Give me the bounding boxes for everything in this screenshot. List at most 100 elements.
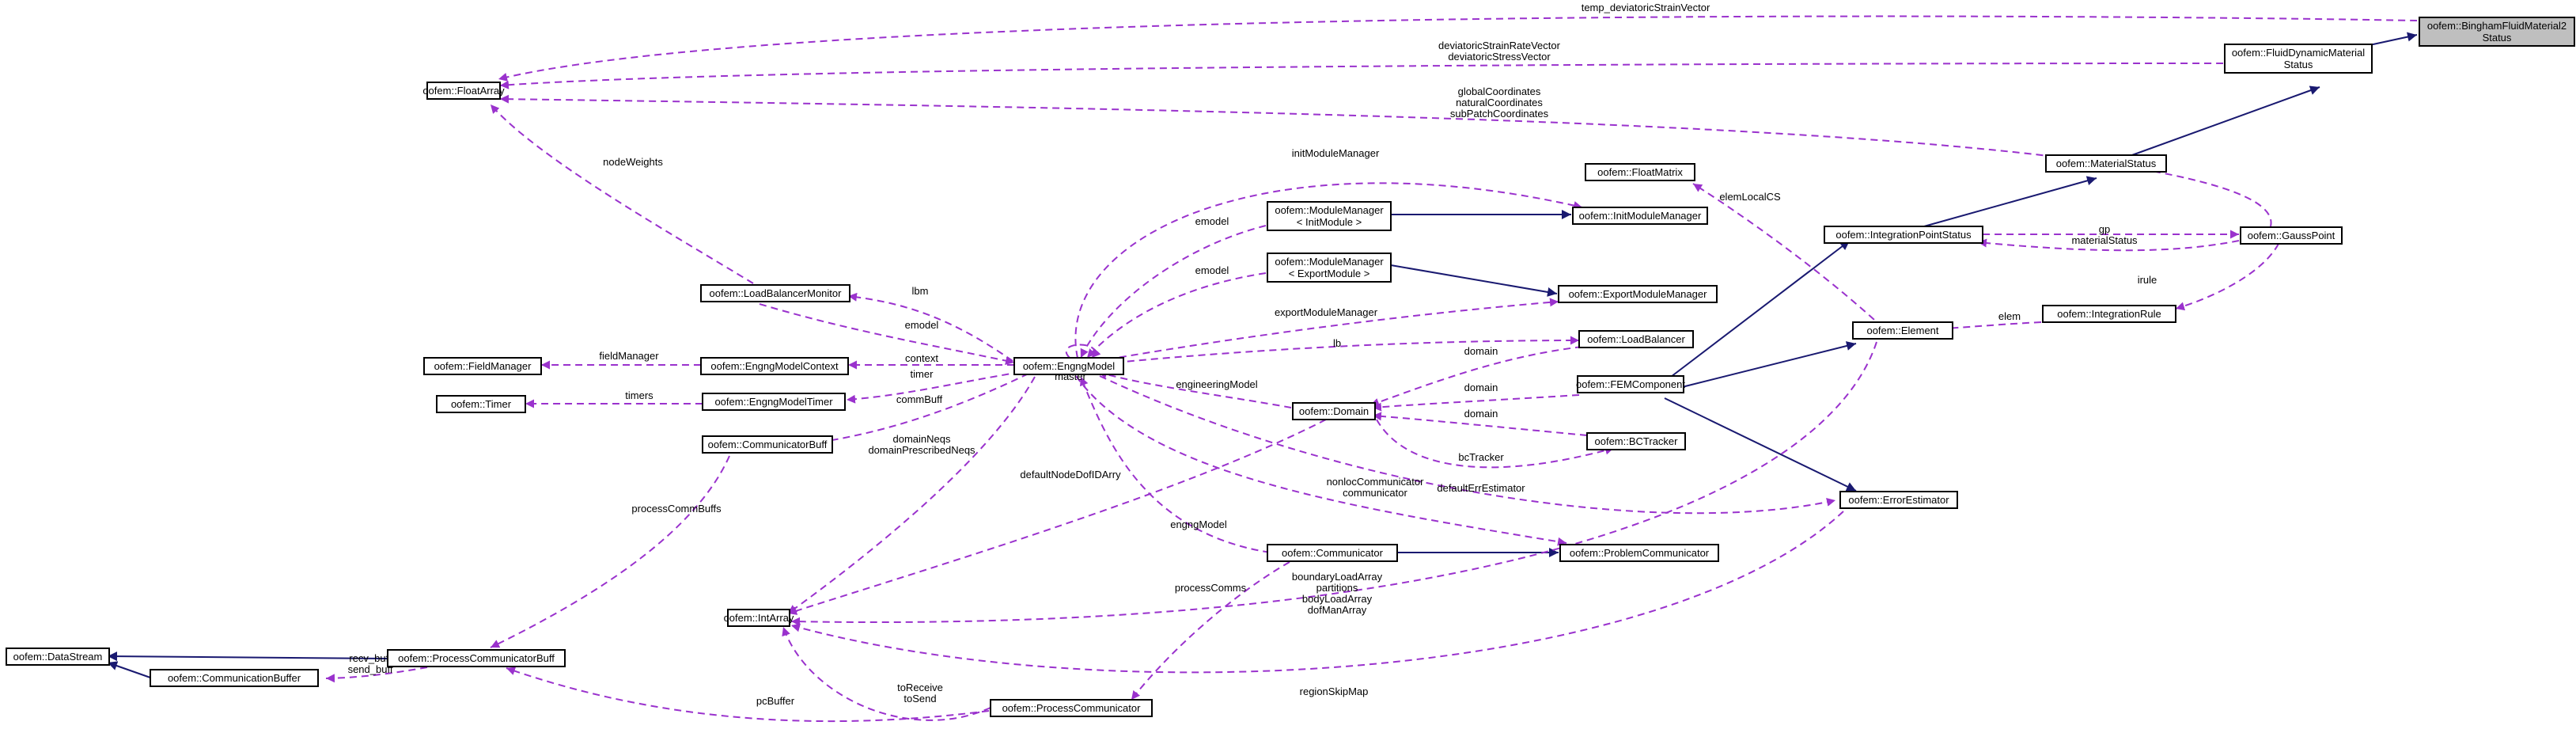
class-node-engng-model-context[interactable]: oofem::EngngModelContext (700, 357, 849, 375)
class-box[interactable] (1558, 285, 1718, 303)
edge-nonloc-comm (1075, 375, 1567, 546)
class-box[interactable] (2240, 226, 2343, 245)
class-name: oofem::FieldManager (434, 360, 532, 372)
class-node-module-manager-init[interactable]: oofem::ModuleManager< InitModule > (1267, 201, 1392, 231)
class-node-floatmatrix[interactable]: oofem::FloatMatrix (1585, 163, 1695, 181)
class-box[interactable] (1267, 253, 1392, 283)
class-node-process-communicator[interactable]: oofem::ProcessCommunicator (990, 699, 1153, 717)
class-node-communication-buffer[interactable]: oofem::CommunicationBuffer (150, 669, 319, 687)
class-box[interactable] (1267, 544, 1398, 562)
edge-export-module-manager (1107, 298, 1559, 360)
class-box[interactable] (6, 648, 110, 666)
class-node-element[interactable]: oofem::Element (1852, 321, 1953, 340)
class-box[interactable] (387, 649, 566, 667)
class-box[interactable] (2042, 305, 2176, 323)
class-box[interactable] (1572, 207, 1708, 225)
class-node-communicator[interactable]: oofem::Communicator (1267, 544, 1398, 562)
class-node-lb-monitor[interactable]: oofem::LoadBalancerMonitor (700, 284, 850, 302)
edge-label-process-comm-buffs: processCommBuffs (631, 503, 722, 515)
class-node-engng-model-timer[interactable]: oofem::EngngModelTimer (702, 393, 846, 411)
edge-coordinates (499, 94, 2272, 227)
edge-femcomponent-to-errorestimator (1664, 397, 1857, 492)
edge-label-domain-neqs: domainNeqs (893, 433, 951, 445)
class-node-femcomponent[interactable]: oofem::FEMComponent (1576, 375, 1685, 393)
edge-label-default-err-est: defaultErrEstimator (1437, 482, 1525, 494)
class-box[interactable] (2224, 44, 2373, 74)
class-node-domain[interactable]: oofem::Domain (1292, 402, 1376, 420)
class-node-datastream[interactable]: oofem::DataStream (6, 648, 110, 666)
class-box[interactable] (1013, 357, 1124, 375)
class-name: oofem::FloatMatrix (1597, 166, 1683, 178)
class-box[interactable] (2419, 17, 2575, 47)
class-box[interactable] (1839, 491, 1958, 509)
class-box[interactable] (1824, 226, 1983, 244)
edge-to-receive-send (782, 626, 991, 721)
class-node-integration-rule[interactable]: oofem::IntegrationRule (2042, 305, 2176, 323)
class-node-timer[interactable]: oofem::Timer (436, 395, 526, 413)
class-name: oofem::ProcessCommunicatorBuff (398, 652, 555, 664)
edge-modulemanager-to-exportmm (1390, 264, 1558, 297)
class-name: oofem::LoadBalancerMonitor (710, 287, 843, 299)
class-box[interactable] (1586, 432, 1686, 450)
class-box[interactable] (700, 357, 849, 375)
class-name: oofem::IntegrationRule (2057, 308, 2161, 320)
edge-recv-send-buff (325, 667, 428, 683)
class-node-error-estimator[interactable]: oofem::ErrorEstimator (1839, 491, 1958, 509)
class-name: oofem::EngngModelTimer (714, 396, 833, 408)
class-node-bctracker[interactable]: oofem::BCTracker (1586, 432, 1686, 450)
class-name: oofem::FloatArray (422, 85, 505, 97)
edge-lbm (847, 292, 1013, 362)
class-box[interactable] (702, 435, 833, 454)
class-node-problem-communicator[interactable]: oofem::ProblemCommunicator (1559, 544, 1719, 562)
edge-fluidstatus-to-root (2369, 32, 2418, 46)
edge-node-weights (490, 104, 754, 284)
class-box[interactable] (1559, 544, 1719, 562)
edge-comm-buff (822, 373, 1029, 445)
class-box[interactable] (702, 393, 846, 411)
class-name: oofem::ProblemCommunicator (1570, 547, 1710, 559)
class-box[interactable] (2045, 154, 2167, 173)
edge-label-emodel-export: emodel (1195, 264, 1229, 276)
class-node-module-manager-export[interactable]: oofem::ModuleManager< ExportModule > (1267, 253, 1392, 283)
diagram-nodes: oofem::BinghamFluidMaterial2Statusoofem:… (6, 17, 2575, 717)
class-box[interactable] (1578, 330, 1694, 348)
class-box[interactable] (1292, 402, 1376, 420)
class-node-init-module-manager[interactable]: oofem::InitModuleManager (1572, 207, 1708, 225)
class-box[interactable] (1267, 201, 1392, 231)
edge-emodel-export (1086, 272, 1267, 359)
class-box[interactable] (1852, 321, 1953, 340)
edge-engineering-model (1097, 370, 1292, 408)
class-node-floatarray[interactable]: oofem::FloatArray (422, 82, 505, 100)
edge-label-coords: naturalCoordinates (1456, 97, 1543, 108)
class-name: oofem::DataStream (13, 651, 103, 663)
class-node-load-balancer[interactable]: oofem::LoadBalancer (1578, 330, 1694, 348)
class-node-communicator-buff[interactable]: oofem::CommunicatorBuff (702, 435, 833, 454)
class-box[interactable] (990, 699, 1153, 717)
edge-label-node-weights: nodeWeights (603, 156, 663, 168)
class-box[interactable] (150, 669, 319, 687)
class-node-process-comm-buff[interactable]: oofem::ProcessCommunicatorBuff (387, 649, 566, 667)
edge-label-region-skip-map: regionSkipMap (1300, 686, 1369, 697)
class-box[interactable] (700, 284, 850, 302)
class-node-export-module-manager[interactable]: oofem::ExportModuleManager (1558, 285, 1718, 303)
edge-default-node-dof (787, 419, 1327, 615)
class-node-gausspoint[interactable]: oofem::GaussPoint (2240, 226, 2343, 245)
class-box[interactable] (727, 609, 790, 627)
class-box[interactable] (1585, 163, 1695, 181)
class-box[interactable] (1577, 375, 1684, 393)
edge-label-lb: lb (1333, 337, 1341, 349)
class-node-field-manager[interactable]: oofem::FieldManager (423, 357, 542, 375)
class-box[interactable] (426, 82, 501, 100)
class-node-ip-status[interactable]: oofem::IntegrationPointStatus (1824, 226, 1983, 244)
class-node-intarray[interactable]: oofem::IntArray (724, 609, 794, 627)
edge-ipstatus-to-materialstatus (1923, 176, 2097, 227)
edge-label-pc-buffer: pcBuffer (756, 695, 795, 707)
class-node-engng-model[interactable]: oofem::EngngModel (1013, 357, 1124, 375)
class-box[interactable] (423, 357, 542, 375)
class-box[interactable] (436, 395, 526, 413)
class-node-material-status[interactable]: oofem::MaterialStatus (2045, 154, 2167, 173)
edge-temp-deviatoric (498, 15, 2418, 82)
edge-lb (1115, 336, 1580, 363)
